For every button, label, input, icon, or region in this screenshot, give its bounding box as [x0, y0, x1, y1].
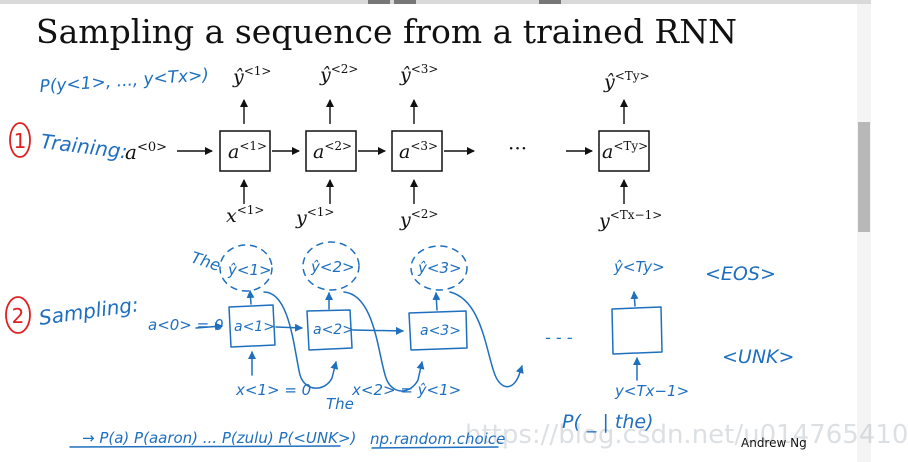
top-bar	[0, 0, 871, 4]
training-cell-1-label: a<1>	[228, 139, 267, 163]
training-cell-2-label: a<2>	[313, 139, 352, 163]
training-input-2: y<1>	[295, 205, 334, 229]
training-output-2: ŷ<2>	[319, 62, 358, 86]
training-number: 1	[14, 129, 27, 153]
sampling-output-1: ŷ<1>	[227, 261, 272, 279]
training-cell-2	[305, 130, 357, 172]
sampling-output-circle-1	[219, 244, 273, 292]
sampling-up-arrow-ty	[630, 291, 639, 307]
sampling-recurrent-arrow-1	[275, 323, 303, 332]
sampling-cell-1	[228, 304, 276, 348]
training-probability-note: P(y<1>, ..., y<Tx>)	[39, 65, 210, 97]
training-cell-3	[391, 130, 443, 172]
sampling-number-circle	[5, 296, 31, 334]
author-name: Andrew Ng	[741, 436, 807, 450]
sampling-feedback-loop-1	[263, 291, 339, 389]
sampling-token-unk: <UNK>	[722, 346, 794, 368]
rnn-diagram: 1 Training: P(y<1>, ..., y<Tx>) a<0> a<1…	[5, 62, 794, 449]
training-output-ty: ŷ<Ty>	[603, 69, 650, 93]
sampling-a0: a<0> = 0	[148, 316, 224, 334]
sampling-output-3: ŷ<3>	[417, 259, 462, 277]
training-a0-label: a<0>	[125, 140, 167, 164]
sampling-input-word: The	[326, 395, 354, 413]
watermark: https://blog.csdn.net/u014765410	[465, 420, 908, 450]
sampling-cell-2-label: a<2>	[313, 322, 354, 338]
sampling-up-arrow-1	[246, 290, 255, 305]
training-input-3: y<2>	[399, 207, 438, 231]
training-cell-1	[219, 130, 271, 172]
sampling-input-ty: y<Tx−1>	[614, 382, 689, 400]
sampling-feedback-loop-3	[449, 291, 524, 388]
top-bar-marker	[539, 0, 561, 4]
training-input-1: x<1>	[226, 203, 264, 227]
sampling-feedback-loop-2	[343, 291, 425, 392]
sampling-recurrent-arrow-2	[352, 326, 404, 335]
sampling-cell-3-label: a<3>	[420, 323, 461, 339]
distribution-underline	[69, 445, 341, 448]
sampling-output-2: ŷ<2>	[310, 258, 355, 276]
sampling-first-word: The	[189, 248, 223, 275]
training-number-circle	[9, 122, 31, 158]
slide-title: Sampling a sequence from a trained RNN	[36, 12, 738, 51]
training-input-ty: y<Tx−1>	[598, 208, 662, 232]
training-ellipsis: ···	[508, 136, 527, 160]
sampling-distribution: → P(a) P(aaron) ... P(zulu) P(<UNK>)	[82, 429, 356, 447]
sampling-output-circle-3	[410, 245, 468, 291]
function-underline	[371, 446, 499, 449]
sampling-output-ty: ŷ<Ty>	[613, 258, 665, 276]
sampling-cell-2	[306, 309, 353, 351]
sampling-label: Sampling:	[37, 292, 140, 330]
scrollbar-track[interactable]	[857, 4, 871, 462]
training-a0: a<0>	[125, 140, 167, 164]
sampling-input-1: x<1> = 0	[235, 381, 311, 399]
sampling-cell-1-label: a<1>	[234, 319, 275, 335]
training-output-3: ŷ<3>	[399, 62, 438, 86]
training-output-1: ŷ<1>	[232, 64, 271, 88]
sampling-up-arrow-3	[432, 292, 441, 311]
sampling-cell-ty	[611, 306, 663, 355]
training-cell-ty	[598, 130, 650, 172]
scrollbar-thumb[interactable]	[858, 122, 870, 232]
top-bar-marker	[394, 0, 416, 4]
sampling-ellipsis: - - -	[545, 328, 573, 347]
training-label: Training:	[39, 129, 128, 163]
sampling-a0-arrow	[195, 322, 223, 331]
sampling-token-eos: <EOS>	[705, 263, 776, 285]
sampling-input-2: x<2> = ŷ<1>	[351, 381, 461, 399]
sampling-function: np.random.choice	[370, 430, 505, 448]
top-bar-marker	[368, 0, 390, 4]
training-cell-ty-label: a<Ty>	[602, 139, 648, 163]
training-cell-3-label: a<3>	[399, 139, 438, 163]
sampling-number: 2	[12, 304, 25, 328]
sampling-cell-3	[408, 310, 468, 351]
sampling-conditional: P( _ | the)	[562, 411, 653, 433]
sampling-output-circle-2	[302, 241, 360, 291]
